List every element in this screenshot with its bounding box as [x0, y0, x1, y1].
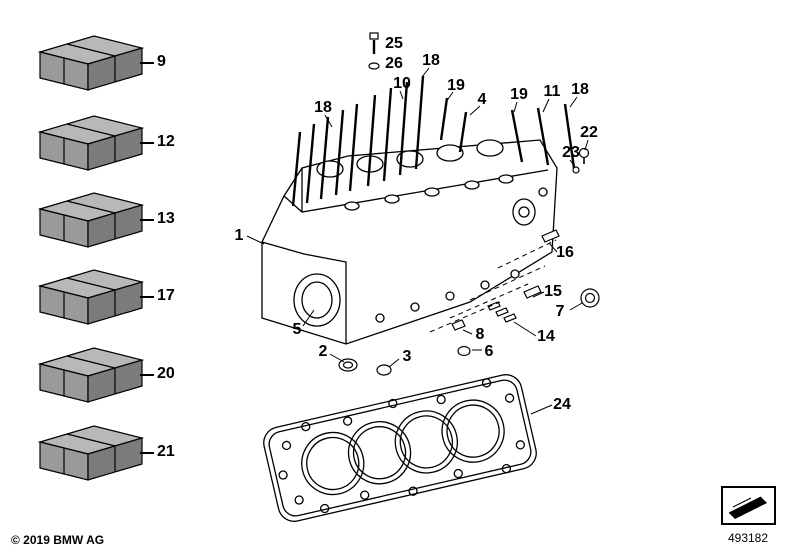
- part-callout-19-a[interactable]: 19: [447, 77, 465, 94]
- part-callout-24[interactable]: 24: [553, 396, 571, 413]
- part-callout-19-b[interactable]: 19: [510, 86, 528, 103]
- part-callout-3[interactable]: 3: [402, 348, 412, 365]
- small-parts: [338, 32, 600, 376]
- package-box-icon: [37, 35, 145, 91]
- package-box-icon: [37, 269, 145, 325]
- part-number-label-12[interactable]: 12: [157, 133, 175, 150]
- stud-bolts: [291, 75, 576, 207]
- part-callout-25[interactable]: 25: [385, 35, 403, 52]
- part-callout-18-a[interactable]: 18: [422, 52, 440, 69]
- part-callout-11[interactable]: 11: [543, 83, 561, 100]
- part-callout-26[interactable]: 26: [385, 55, 403, 72]
- part-callout-8[interactable]: 8: [475, 326, 485, 343]
- part-callout-10[interactable]: 10: [393, 75, 411, 92]
- diagram-number: 493182: [727, 531, 769, 545]
- dowel-16: [541, 229, 560, 243]
- part-number-label-9[interactable]: 9: [157, 53, 166, 70]
- package-box-icon: [37, 347, 145, 403]
- leader-line: [140, 219, 154, 221]
- leader-line: [140, 62, 154, 64]
- leader-line: [140, 374, 154, 376]
- leader-line: [140, 142, 154, 144]
- cylinder-head: [261, 139, 558, 345]
- plug-6: [457, 345, 471, 357]
- part-callout-18-b[interactable]: 18: [571, 81, 589, 98]
- part-callout-18-c[interactable]: 18: [314, 99, 332, 116]
- part-package-17[interactable]: [36, 266, 146, 330]
- part-callout-6[interactable]: 6: [484, 343, 494, 360]
- part-callout-23[interactable]: 23: [562, 144, 580, 161]
- part-callout-5[interactable]: 5: [292, 321, 302, 338]
- part-package-13[interactable]: [36, 189, 146, 253]
- part-callout-22[interactable]: 22: [580, 124, 598, 141]
- cap-3: [376, 364, 392, 376]
- washer-26: [368, 62, 380, 70]
- package-box-icon: [37, 115, 145, 171]
- part-number-label-17[interactable]: 17: [157, 287, 175, 304]
- part-package-9[interactable]: [36, 32, 146, 96]
- plug-22: [578, 147, 590, 159]
- part-number-label-21[interactable]: 21: [157, 443, 175, 460]
- part-package-21[interactable]: [36, 422, 146, 486]
- part-number-label-13[interactable]: 13: [157, 210, 175, 227]
- screw-23: [572, 166, 580, 174]
- part-callout-14[interactable]: 14: [537, 328, 555, 345]
- part-package-20[interactable]: [36, 344, 146, 408]
- part-callout-7[interactable]: 7: [555, 303, 565, 320]
- stud-14c: [503, 313, 517, 323]
- package-box-icon: [37, 425, 145, 481]
- stud-14b: [495, 307, 509, 317]
- part-callout-15[interactable]: 15: [544, 283, 562, 300]
- copyright-notice: © 2019 BMW AG: [11, 533, 105, 547]
- part-number-label-20[interactable]: 20: [157, 365, 175, 382]
- part-callout-4[interactable]: 4: [477, 91, 487, 108]
- assembly-axis-lines: [429, 239, 557, 333]
- part-callout-1[interactable]: 1: [234, 227, 244, 244]
- leader-line: [140, 452, 154, 454]
- leader-line: [140, 296, 154, 298]
- part-package-12[interactable]: [36, 112, 146, 176]
- plug-8: [451, 319, 466, 331]
- stud-14a: [487, 301, 501, 311]
- dowel-15: [523, 285, 542, 299]
- part-callout-2[interactable]: 2: [318, 343, 328, 360]
- bolt-head-25: [369, 32, 379, 40]
- diagram-thumbnail[interactable]: [721, 486, 776, 525]
- package-box-icon: [37, 192, 145, 248]
- part-callout-16[interactable]: 16: [556, 244, 574, 261]
- leader-lines: [246, 67, 589, 415]
- hatched-wedge-icon: [728, 496, 767, 519]
- head-gasket: [263, 374, 537, 522]
